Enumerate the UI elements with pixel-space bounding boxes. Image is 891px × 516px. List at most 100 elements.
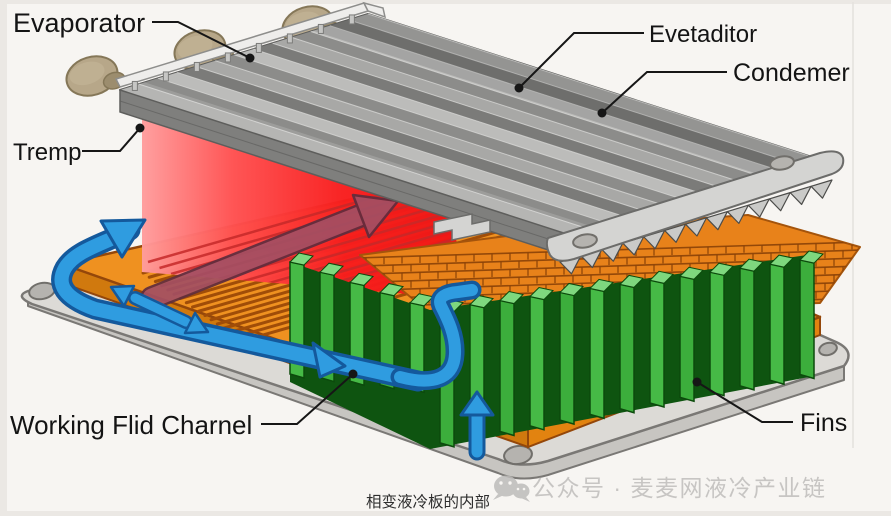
footer: 相变液冷板的内部 公众号 · 麦麦网液冷产业链: [366, 475, 826, 511]
green-fin-face: [559, 291, 575, 426]
fin-tooth: [747, 198, 770, 218]
bottom-border: [0, 511, 891, 516]
rail-posts: [131, 14, 355, 91]
label-condenser: Condemer: [733, 59, 850, 87]
top-plate-fin-stripe: [177, 66, 647, 218]
label-evaporator: Evaporator: [13, 8, 145, 38]
label-temp: Tremp: [13, 139, 81, 166]
wechat-bubble-small-tail: [521, 497, 530, 502]
green-fin-top: [498, 291, 525, 305]
leader-dot: [135, 123, 145, 133]
green-fin-face: [529, 295, 545, 431]
fin-tooth: [684, 217, 708, 237]
fin-tooth: [789, 185, 812, 206]
leader-lines: [82, 21, 793, 425]
heat-arrow: [140, 193, 400, 310]
leader-dot: [514, 83, 524, 93]
fin-stripe-highlight: [310, 31, 761, 178]
double-arrow-head-b: [183, 311, 210, 335]
port-cylinder: [65, 55, 126, 97]
wechat-eye: [499, 481, 503, 485]
leader-dot: [597, 108, 607, 118]
green-fin-face: [799, 259, 815, 380]
green-fin-top: [558, 282, 585, 296]
double-arrow-head-a: [109, 284, 136, 308]
fin-tooth: [768, 192, 791, 212]
wechat-eye: [516, 487, 520, 491]
rail-post: [224, 52, 231, 63]
top-plate-fin-stripe: [234, 49, 704, 200]
leader-dot: [692, 377, 702, 387]
flow-arrow-mid: [311, 341, 347, 379]
green-fin-face: [589, 287, 605, 420]
fin-stripe-highlight: [177, 71, 628, 218]
green-fin-top: [348, 272, 375, 286]
fluid-channel: [51, 218, 495, 461]
label-fins: Fins: [800, 409, 847, 437]
fin-teeth-front-row: [559, 179, 833, 275]
top-plate-side-seam: [119, 100, 571, 247]
rail-post: [348, 14, 355, 25]
green-fin-face: [769, 263, 785, 386]
wechat-icon: [493, 475, 530, 502]
flow-arrow-up-right: [99, 218, 147, 259]
heat-arrow-head: [351, 193, 400, 239]
leader-channel: [261, 373, 354, 425]
top-border: [0, 0, 891, 4]
green-fins: [288, 250, 825, 448]
fin-stripe-highlight: [348, 19, 800, 166]
leader-dot: [348, 369, 358, 379]
flow-arrow-vertical: [459, 390, 495, 461]
top-plate-fin-stripes: [119, 13, 819, 236]
rail-post: [162, 71, 169, 82]
fin-tooth: [664, 223, 687, 243]
green-fin-top: [528, 286, 555, 301]
caption-text: 相变液冷板的内部: [366, 493, 490, 511]
fin-stripe-highlight: [291, 36, 742, 183]
fin-shade-overlay: [313, 14, 818, 176]
fin-stripe-highlight: [234, 54, 685, 201]
rail-post: [193, 61, 200, 72]
green-fin-top: [708, 262, 735, 276]
top-plate-fin-stripe: [215, 54, 685, 206]
fin-stripe-highlight: [253, 48, 704, 195]
label-working-fluid-channel: Working Flid Charnel: [10, 410, 252, 440]
top-plate-fin-stripe: [139, 78, 609, 230]
top-rail-endcap: [362, 1, 387, 19]
green-fin-top: [678, 266, 705, 280]
green-fin-top: [588, 278, 615, 292]
leader-dot: [245, 53, 255, 63]
flange-hole-front: [572, 233, 598, 249]
green-fin-block: [288, 250, 825, 449]
green-fin-top: [798, 250, 825, 264]
leader-condenser: [601, 71, 727, 114]
top-plate-fin-stripe: [329, 19, 799, 171]
wechat-bubble-large: [494, 475, 518, 497]
green-fin-face: [739, 267, 755, 391]
green-fin-top: [738, 258, 765, 272]
leader-evaporator: [152, 21, 251, 59]
fin-stripe-highlight: [158, 77, 609, 224]
rail-post: [255, 42, 262, 53]
mount-hole-right: [818, 341, 838, 357]
fin-stripe-highlight: [329, 25, 780, 172]
green-fin-top: [378, 283, 405, 297]
evaporator-assembly: [65, 1, 845, 275]
fin-stripe-highlight: [138, 83, 590, 230]
top-plate-fin-stripe: [120, 84, 590, 236]
up-arrow-head: [459, 390, 495, 417]
green-fin-top: [768, 254, 795, 268]
top-plate-fin-stripe: [348, 14, 818, 165]
green-fin-face: [499, 299, 515, 437]
fin-tooth: [705, 210, 728, 231]
green-fin-face: [679, 275, 695, 403]
green-fin-face: [709, 271, 725, 397]
left-border: [0, 0, 7, 516]
mounting-flange: [545, 150, 845, 262]
edge-bracket: [433, 213, 491, 241]
watermark-text: 公众号 · 麦麦网液冷产业链: [532, 475, 826, 501]
double-arrow-shaft: [130, 293, 191, 327]
fin-light-overlay: [120, 82, 595, 236]
leader-temp: [82, 127, 141, 152]
